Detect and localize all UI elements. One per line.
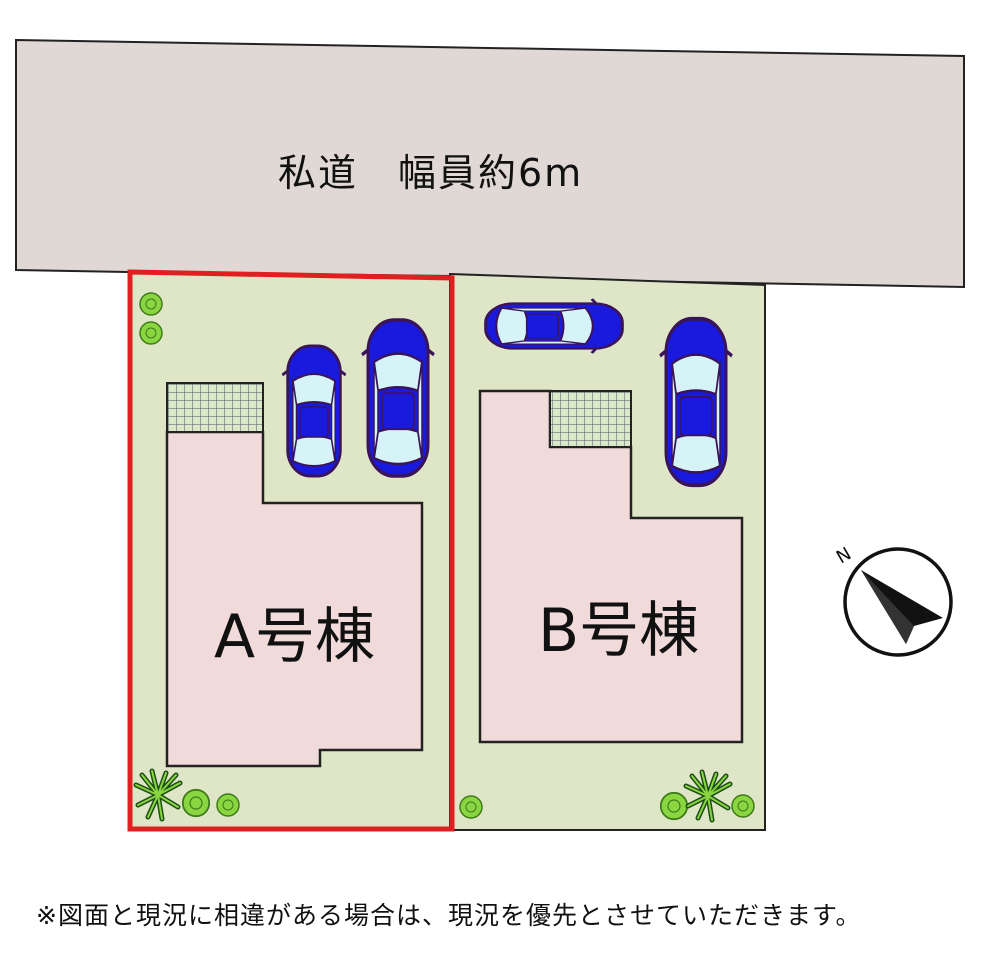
lot-b-label: B号棟 — [538, 596, 700, 666]
compass-north-label: N — [833, 543, 855, 568]
private-road — [15, 38, 965, 289]
car-a-1 — [280, 344, 348, 478]
shrub-1 — [139, 292, 163, 316]
deck-a — [166, 382, 264, 433]
shrub-3 — [181, 788, 211, 818]
shrub-7 — [731, 794, 755, 818]
car-b-1 — [484, 297, 624, 355]
house-a — [165, 430, 424, 768]
car-b-2 — [658, 316, 734, 488]
lot-a-label: A号棟 — [214, 602, 376, 672]
compass-icon: N — [833, 543, 953, 657]
road-label: 私道 幅員約6m — [278, 151, 584, 195]
disclaimer-note: ※図面と現況に相違がある場合は、現況を優先とさせていただきます。 — [36, 901, 862, 930]
shrub-2 — [139, 321, 163, 345]
deck-b — [549, 390, 632, 448]
shrub-5 — [459, 795, 483, 819]
shrub-4 — [216, 793, 240, 817]
lot-a-highlight — [127, 269, 455, 832]
shrub-6 — [659, 791, 689, 821]
car-a-2 — [360, 318, 436, 478]
